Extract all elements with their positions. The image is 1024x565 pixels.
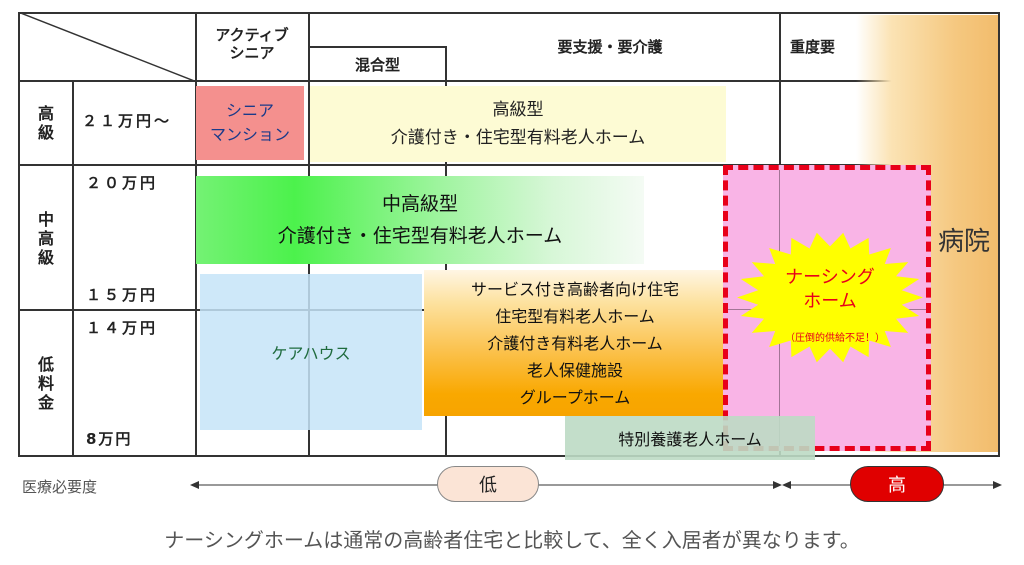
low-pill: 低 bbox=[437, 466, 539, 502]
hospital-label: 病院 bbox=[937, 227, 990, 257]
nursing-shortage-note: （圧倒的供給不足！） bbox=[785, 332, 885, 344]
price-21: ２１万円～ bbox=[82, 112, 173, 130]
mid-high-class-box: 中高級型 介護付き・住宅型有料老人ホーム bbox=[196, 176, 644, 264]
header-support-care: 要支援・要介護 bbox=[557, 38, 663, 56]
price-15: １５万円 bbox=[86, 286, 159, 304]
starburst-shape bbox=[737, 232, 923, 363]
high-pill: 高 bbox=[850, 466, 944, 502]
header-severe: 重度要 bbox=[790, 38, 836, 56]
medical-need-label: 医療必要度 bbox=[22, 478, 98, 496]
row-label-low: 低 料 金 bbox=[37, 355, 54, 412]
price-20: ２０万円 bbox=[86, 174, 159, 192]
corner-diagonal bbox=[18, 12, 197, 82]
nursing-home-label: ナーシング ホーム bbox=[785, 267, 875, 312]
price-8: 8万円 bbox=[86, 430, 133, 448]
caption: ナーシングホームは通常の高齢者住宅と比較して、全く入居者が異なります。 bbox=[164, 528, 860, 552]
row-label-high: 高 級 bbox=[37, 104, 54, 142]
care-house-box: ケアハウス bbox=[200, 274, 422, 430]
row-label-mid: 中 高 級 bbox=[37, 210, 54, 267]
high-class-box: 高級型 介護付き・住宅型有料老人ホーム bbox=[310, 86, 726, 162]
price-14: １４万円 bbox=[86, 319, 159, 337]
header-active-senior: アクティブ シニア bbox=[215, 26, 289, 62]
special-nursing-box: 特別養護老人ホーム bbox=[565, 416, 815, 460]
header-mixed: 混合型 bbox=[354, 56, 400, 74]
senior-mansion-box: シニア マンション bbox=[196, 86, 304, 160]
orange-facilities-box: サービス付き高齢者向け住宅 住宅型有料老人ホーム 介護付き有料老人ホーム 老人保… bbox=[424, 270, 726, 416]
starburst-polygon bbox=[737, 232, 923, 363]
